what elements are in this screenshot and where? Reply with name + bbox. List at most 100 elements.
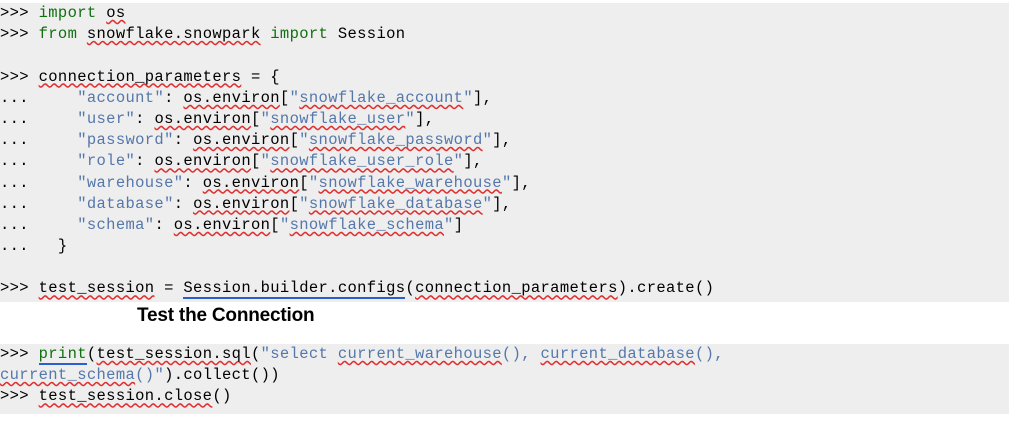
code-token: ( [250, 345, 261, 363]
code-block-test-connection[interactable]: >>> print(test_session.sql("select curre… [0, 344, 1009, 414]
code-token: ], [492, 194, 512, 213]
code-token: database [86, 194, 165, 213]
code-token: : [135, 109, 155, 128]
code-token: " [173, 173, 184, 192]
code-token: print [38, 345, 87, 365]
code-token: ], [472, 88, 493, 107]
code-token: " [279, 215, 290, 234]
code-token: : [154, 215, 174, 234]
prompt-marker: >>> [0, 387, 39, 406]
code-token: } [57, 237, 68, 256]
code-token: " [501, 173, 512, 192]
code-token: " [164, 131, 174, 150]
prompt-marker: >>> [0, 67, 39, 86]
code-token: snowflake.snowpark [86, 25, 261, 44]
code-token: ( [405, 279, 416, 298]
code-token: [ [250, 109, 261, 128]
code-token: [ [270, 215, 280, 234]
code-token: os.environ [193, 194, 290, 213]
code-line [0, 45, 1009, 66]
code-line: >>> test_session.close() [0, 386, 1009, 407]
prompt-marker: >>> [0, 4, 39, 22]
code-token: " [289, 88, 300, 107]
code-token: snowflake_schema [289, 215, 445, 234]
code-token: ], [463, 152, 483, 171]
code-token: ).create() [617, 279, 715, 298]
code-token: : [173, 131, 194, 150]
code-token: os.environ [183, 88, 280, 107]
prompt-marker: ... [0, 88, 78, 107]
code-token: user [86, 109, 126, 128]
code-token: : [164, 88, 184, 107]
code-token: [ [299, 173, 309, 192]
prompt-marker: ... [0, 131, 78, 150]
code-token: " [77, 131, 87, 150]
code-token: : [135, 152, 155, 171]
code-line: >>> test_session = Session.builder.confi… [0, 278, 1009, 300]
prompt-marker: >>> [0, 279, 39, 298]
code-token: " [125, 109, 136, 128]
section-heading-test-the-connection: Test the Connection [137, 305, 315, 326]
code-token: connection_parameters [38, 67, 242, 86]
code-token: account [86, 88, 155, 107]
code-token: " [299, 194, 309, 213]
code-block-connection-setup[interactable]: >>> import os >>> from snowflake.snowpark… [0, 3, 1009, 302]
code-token: " [77, 215, 87, 234]
code-token: test_session.sql [96, 345, 251, 363]
code-token: os.environ [173, 215, 271, 234]
code-line: ... "schema": os.environ["snowflake_sche… [0, 215, 1009, 236]
code-token: " [164, 194, 174, 213]
code-token: os [106, 4, 126, 22]
code-token: ], [492, 131, 512, 150]
code-token: current_warehouse [337, 345, 502, 363]
code-token: [ [289, 131, 300, 150]
code-token: " [144, 215, 155, 234]
code-token: " [125, 152, 136, 171]
code-token: " [453, 152, 464, 171]
code-token: ], [511, 173, 531, 192]
code-token: " [482, 194, 493, 213]
code-token: os.environ [202, 173, 300, 192]
code-token: [ [250, 152, 261, 171]
code-token: test_session.close [38, 387, 213, 406]
code-token: " [77, 194, 87, 213]
code-token: snowflake_user_role [270, 152, 454, 171]
code-token: " [308, 173, 319, 192]
code-token: " [463, 88, 473, 107]
code-token: () [135, 366, 155, 385]
prompt-marker: >>> [0, 345, 39, 363]
code-line: ... "role": os.environ["snowflake_user_r… [0, 151, 1009, 172]
code-token: warehouse [86, 173, 174, 192]
code-token: snowflake_account [299, 88, 464, 107]
code-token: (), [501, 345, 541, 363]
code-line: ... } [0, 236, 1009, 257]
code-token [261, 25, 271, 43]
code-token: " [260, 152, 271, 171]
code-token: import [38, 4, 97, 22]
code-line: >>> print(test_session.sql("select curre… [0, 344, 1009, 365]
code-token: " [260, 109, 271, 128]
code-token: : [173, 194, 194, 213]
code-token: (), [694, 345, 724, 363]
code-token: schema [86, 215, 145, 234]
code-token: snowflake_database [308, 194, 483, 213]
code-line: ... "account": os.environ["snowflake_acc… [0, 88, 1009, 109]
prompt-marker: ... [0, 173, 78, 192]
prompt-marker: ... [0, 152, 78, 171]
code-token: " [77, 88, 87, 107]
code-token [97, 4, 107, 22]
code-token: os.environ [154, 109, 251, 128]
code-token: os.environ [154, 152, 251, 171]
code-line: ... "user": os.environ["snowflake_user"]… [0, 109, 1009, 130]
code-token: : [183, 173, 203, 192]
code-token: Session.builder.configs [183, 279, 406, 300]
code-token: ], [415, 109, 435, 128]
code-token: current_schema [0, 366, 136, 385]
code-token: " [260, 345, 271, 363]
code-token: = { [241, 67, 280, 86]
code-token: " [154, 366, 165, 385]
code-line: ... "warehouse": os.environ["snowflake_w… [0, 173, 1009, 194]
code-token: ).collect()) [164, 366, 280, 385]
code-token: ] [453, 215, 464, 234]
code-line: >>> from snowflake.snowpark import Sessi… [0, 24, 1009, 45]
